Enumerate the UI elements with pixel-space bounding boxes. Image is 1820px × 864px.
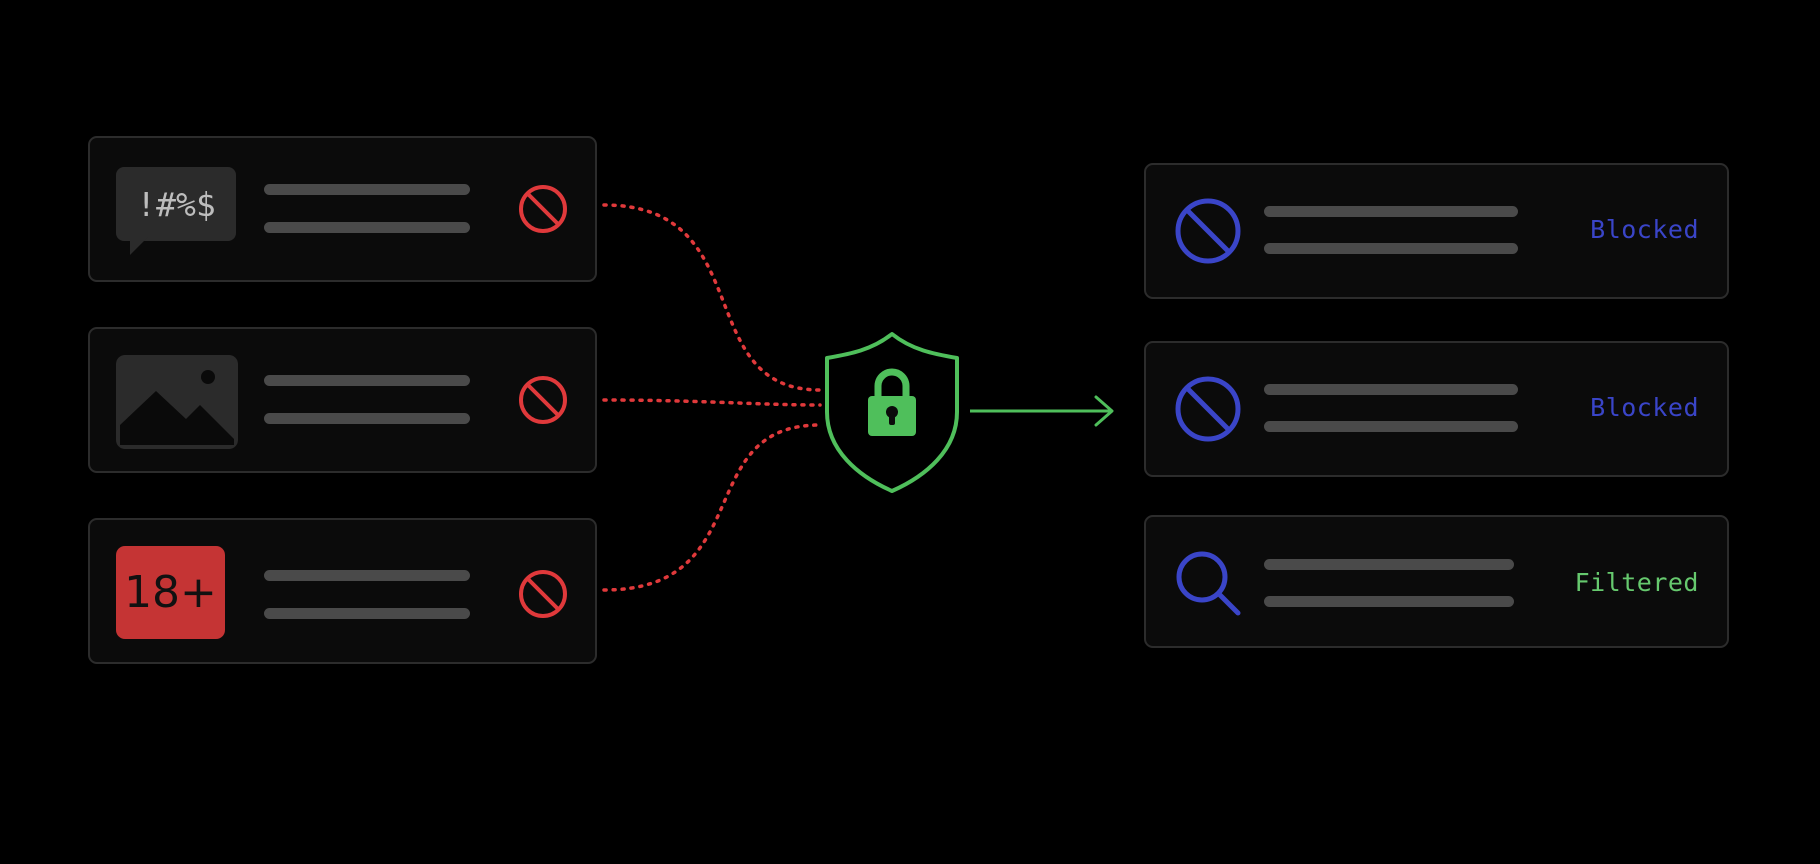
image-icon <box>116 355 238 449</box>
text-line <box>264 375 470 386</box>
search-icon <box>1176 551 1241 616</box>
prohibited-icon <box>519 185 567 233</box>
text-line <box>1264 384 1518 395</box>
text-line <box>1264 596 1514 607</box>
output-card-blocked: Blocked <box>1144 163 1729 299</box>
output-card-blocked: Blocked <box>1144 341 1729 477</box>
connector-top <box>602 203 822 392</box>
text-line <box>264 570 470 581</box>
text-line <box>264 413 470 424</box>
shield-lock-icon <box>825 332 959 493</box>
text-line <box>1264 243 1518 254</box>
profanity-symbols: !#%$ <box>136 184 216 224</box>
prohibited-icon <box>519 376 567 424</box>
prohibited-icon <box>1175 376 1241 442</box>
text-line <box>1264 421 1518 432</box>
output-card-filtered: Filtered <box>1144 515 1729 648</box>
status-label: Blocked <box>1590 215 1699 244</box>
input-card-profanity: !#%$ <box>88 136 597 282</box>
connector-middle <box>602 398 822 407</box>
prohibited-icon <box>519 570 567 618</box>
prohibited-icon <box>1175 198 1241 264</box>
status-label: Filtered <box>1574 568 1699 597</box>
text-line <box>1264 206 1518 217</box>
input-card-image <box>88 327 597 473</box>
age-badge-label: 18+ <box>124 567 217 618</box>
connector-bottom <box>602 423 822 592</box>
speech-bubble-icon: !#%$ <box>116 167 236 257</box>
text-line <box>264 608 470 619</box>
text-line <box>264 222 470 233</box>
text-line <box>264 184 470 195</box>
arrow-right-icon <box>970 395 1114 427</box>
text-line <box>1264 559 1514 570</box>
age-badge-icon: 18+ <box>116 546 225 639</box>
status-label: Blocked <box>1590 393 1699 422</box>
input-card-adult: 18+ <box>88 518 597 664</box>
